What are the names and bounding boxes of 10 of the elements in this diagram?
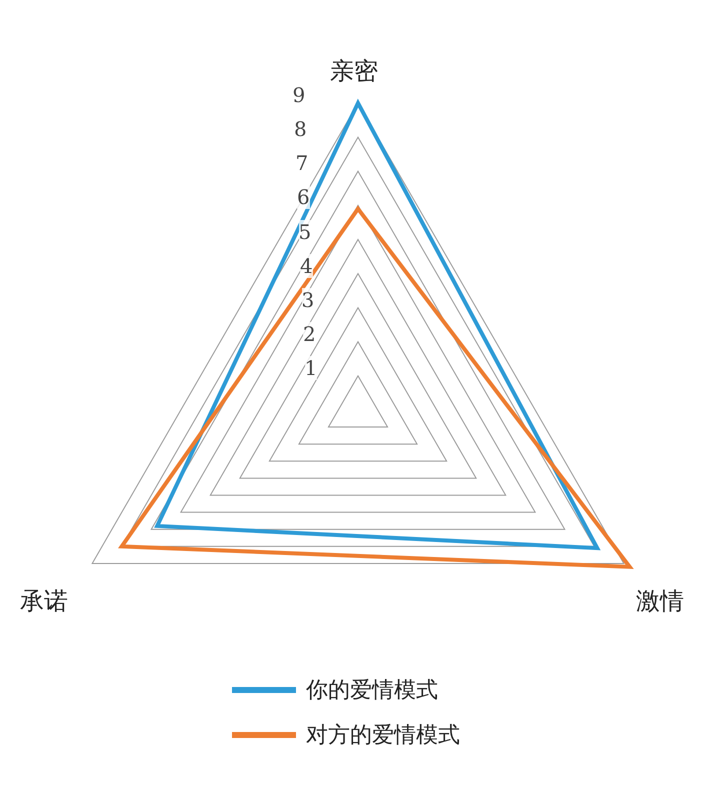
tick-label: 4 <box>300 254 313 278</box>
tick-label: 5 <box>298 220 312 244</box>
legend-label: 对方的爱情模式 <box>306 722 460 750</box>
axis-label: 激情 <box>636 586 684 617</box>
axis-label: 承诺 <box>20 586 68 617</box>
axis-label: 亲密 <box>330 56 378 87</box>
legend-label: 你的爱情模式 <box>306 677 438 705</box>
tick-label: 2 <box>303 322 316 346</box>
tick-label: 6 <box>297 185 310 210</box>
tick-label: 1 <box>304 356 318 380</box>
